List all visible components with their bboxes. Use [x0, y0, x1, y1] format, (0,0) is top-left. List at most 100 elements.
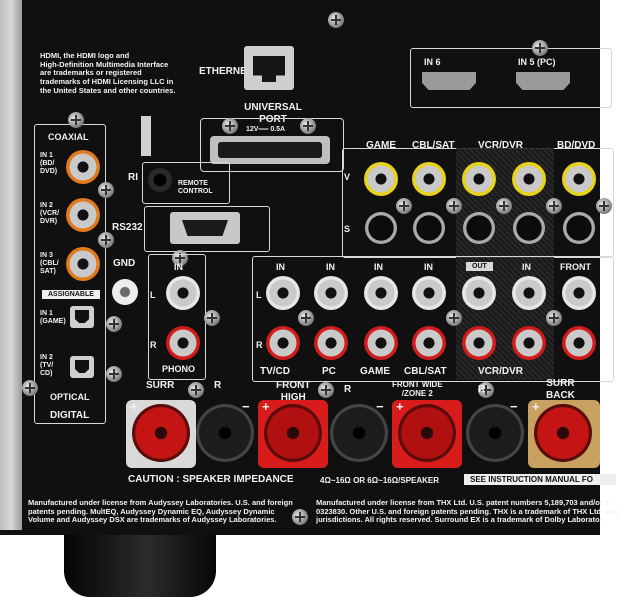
bd-dvd-svideo-jack[interactable] [563, 212, 595, 244]
surr-back-plus-sign: + [532, 399, 540, 414]
coax-in1-label: IN 1(BD/DVD) [40, 152, 58, 176]
caution-label: CAUTION : SPEAKER IMPEDANCE [128, 474, 294, 485]
vcr-out-r-jack[interactable] [462, 326, 496, 360]
thx-notice: Manufactured under license from THX Ltd.… [316, 498, 618, 525]
screw-icon [98, 232, 114, 248]
vcr-dvr-video-out-jack[interactable] [512, 162, 546, 196]
game-svideo-jack[interactable] [365, 212, 397, 244]
game-l-jack[interactable] [364, 276, 398, 310]
cblsat-r-jack[interactable] [412, 326, 446, 360]
gnd-terminal[interactable] [112, 279, 138, 305]
phono-r-label: R [150, 340, 157, 350]
receiver-rear-panel-photo: HDMI, the HDMI logo and High-Definition … [0, 0, 600, 600]
opt-in1-label: IN 1(GAME) [40, 310, 66, 326]
tvcd-in-label: IN [276, 262, 285, 272]
screw-icon [496, 198, 512, 214]
opt-in2-label: IN 2(TV/CD) [40, 354, 54, 378]
hdmi-in5-port[interactable] [516, 72, 570, 90]
game-video-jack[interactable] [364, 162, 398, 196]
ethernet-port[interactable] [244, 46, 294, 90]
hdmi-in6-port[interactable] [422, 72, 476, 90]
vcr-in-l-jack[interactable] [512, 276, 546, 310]
vcr-in-r-jack[interactable] [512, 326, 546, 360]
ri-label: RI [128, 172, 138, 183]
surr-plus-terminal[interactable] [132, 404, 190, 462]
surr-plus-sign: + [130, 399, 138, 414]
game-in-label: IN [374, 262, 383, 272]
game-audio-label: GAME [360, 366, 390, 377]
screw-icon [106, 316, 122, 332]
coaxial-in3-jack[interactable] [66, 247, 100, 281]
screw-icon [98, 182, 114, 198]
screw-icon [546, 310, 562, 326]
chassis-side-edge [0, 0, 22, 530]
phono-l-label: L [150, 290, 156, 300]
cbl-sat-svideo-jack[interactable] [413, 212, 445, 244]
usb-slot[interactable] [141, 116, 151, 156]
front-wide-plus-terminal[interactable] [398, 404, 456, 462]
front-high-minus-terminal[interactable] [330, 404, 388, 462]
front-wide-plus-sign: + [396, 399, 404, 414]
remote-control-frame [142, 162, 230, 204]
coax-in3-label: IN 3(CBL/SAT) [40, 252, 59, 276]
pc-l-jack[interactable] [314, 276, 348, 310]
video-v-label: V [344, 172, 351, 182]
front-l-jack[interactable] [562, 276, 596, 310]
cbl-sat-label: CBL/SAT [412, 140, 455, 151]
see-manual-badge: SEE INSTRUCTION MANUAL FO [464, 474, 616, 485]
vcr-dvr-label: VCR/DVR [478, 140, 524, 151]
screw-icon [446, 198, 462, 214]
surr-back-plus-terminal[interactable] [534, 404, 592, 462]
impedance-label: 4Ω~16Ω OR 6Ω~16Ω/SPEAKER [320, 476, 440, 485]
vcr-dvr-video-in-jack[interactable] [462, 162, 496, 196]
remote-control-jack[interactable] [148, 168, 172, 192]
game-r-jack[interactable] [364, 326, 398, 360]
coax-in2-label: IN 2(VCR/DVR) [40, 202, 60, 226]
vcr-in-label: IN [522, 262, 531, 272]
coaxial-in1-jack[interactable] [66, 150, 100, 184]
game-label: GAME [366, 140, 396, 151]
audyssey-notice: Manufactured under license from Audyssey… [28, 498, 293, 525]
front-high-minus-sign: − [376, 399, 384, 414]
screw-icon [292, 509, 308, 525]
coaxial-label: COAXIAL [48, 132, 89, 142]
screw-icon [478, 382, 494, 398]
front-high-plus-terminal[interactable] [264, 404, 322, 462]
tvcd-r-jack[interactable] [266, 326, 300, 360]
screw-icon [188, 382, 204, 398]
cblsat-l-jack[interactable] [412, 276, 446, 310]
coaxial-in2-jack[interactable] [66, 198, 100, 232]
universal-port-rating: 12V══ 0.5A [246, 126, 286, 133]
rubber-foot [64, 535, 216, 597]
gnd-label: GND [113, 258, 136, 269]
hdmi-trademark-notice: HDMI, the HDMI logo and High-Definition … [40, 51, 176, 95]
bd-dvd-video-jack[interactable] [562, 162, 596, 196]
cblsat-audio-label: CBL/SAT [404, 366, 447, 377]
optical-in2-port[interactable] [70, 356, 94, 378]
vcr-audio-label: VCR/DVR [478, 366, 524, 377]
vcr-dvr-svideo-in-jack[interactable] [463, 212, 495, 244]
rs232-port[interactable] [170, 212, 240, 244]
phono-r-jack[interactable] [166, 326, 200, 360]
front-wide-label: FRONT WIDE/ZONE 2 [392, 380, 443, 399]
universal-port-connector[interactable] [210, 136, 330, 164]
universal-port-frame [200, 118, 344, 172]
rs232-label: RS232 [112, 222, 143, 233]
pc-r-jack[interactable] [314, 326, 348, 360]
tvcd-l-jack[interactable] [266, 276, 300, 310]
vcr-out-l-jack[interactable] [462, 276, 496, 310]
phono-l-jack[interactable] [166, 276, 200, 310]
pc-label: PC [322, 366, 336, 377]
front-in-label: FRONT [560, 262, 591, 272]
optical-label: OPTICAL [50, 392, 90, 402]
rs232-frame [144, 206, 270, 252]
front-r-jack[interactable] [562, 326, 596, 360]
vcr-dvr-svideo-out-jack[interactable] [513, 212, 545, 244]
optical-in1-port[interactable] [70, 306, 94, 328]
front-wide-minus-terminal[interactable] [466, 404, 524, 462]
cbl-sat-video-jack[interactable] [412, 162, 446, 196]
surr-minus-terminal[interactable] [196, 404, 254, 462]
screw-icon [396, 198, 412, 214]
